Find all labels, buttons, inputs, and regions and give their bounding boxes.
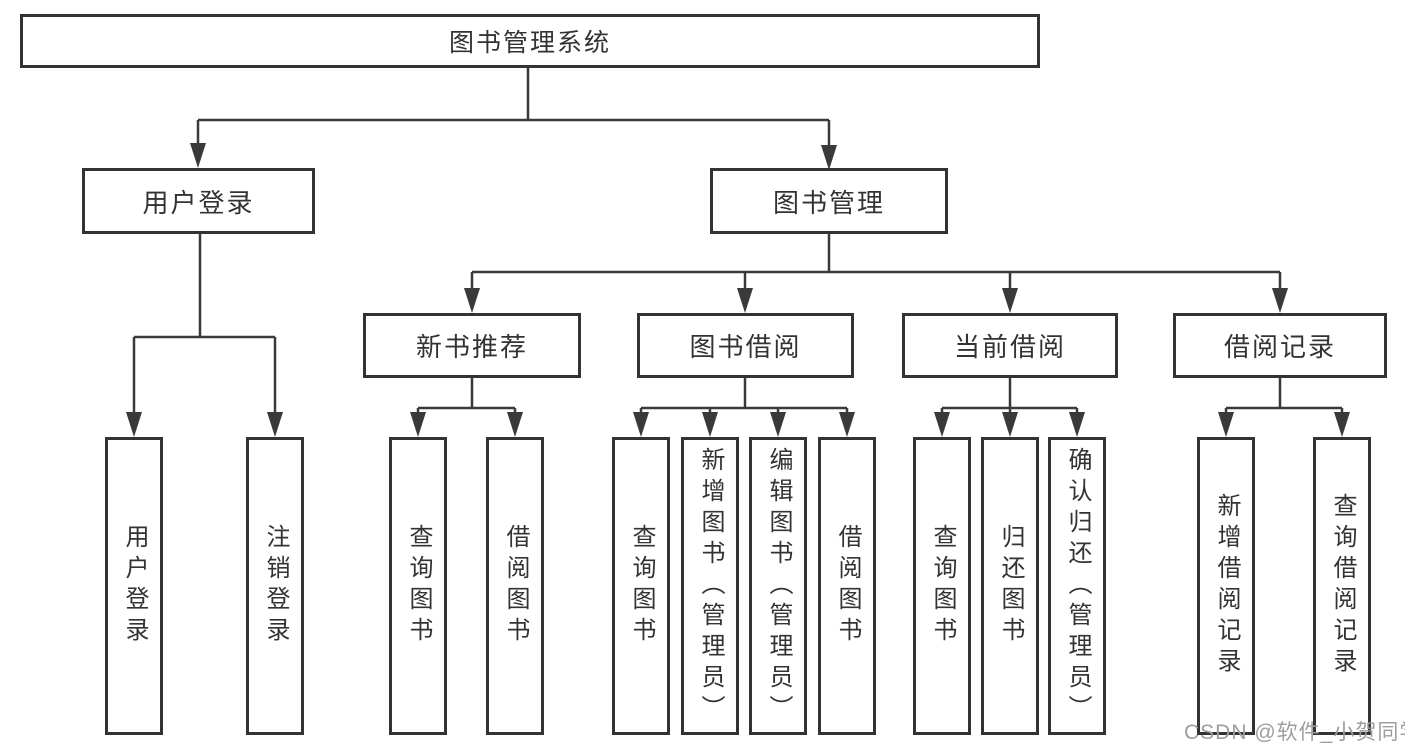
leaf-logout-label: 注销登录 (262, 524, 289, 648)
node-book-management-label: 图书管理 (772, 187, 885, 218)
node-new-book-recommend: 新书推荐 (363, 313, 581, 378)
leaf-current-query-books-label: 查询图书 (929, 524, 956, 648)
leaf-current-return-books-label: 归还图书 (997, 524, 1024, 648)
leaf-records-query-record: 查询借阅记录 (1313, 437, 1371, 735)
arrowheads (126, 143, 1350, 437)
leaf-borrow-query-books-label: 查询图书 (628, 524, 655, 648)
leaf-borrow-query-books: 查询图书 (612, 437, 670, 735)
leaf-newbook-query-books: 查询图书 (389, 437, 447, 735)
node-new-book-recommend-label: 新书推荐 (415, 332, 528, 362)
leaf-borrow-edit-books-admin-label: 编辑图书（管理员） (765, 446, 792, 726)
node-user-login: 用户登录 (82, 168, 315, 234)
leaf-records-add-record: 新增借阅记录 (1197, 437, 1255, 735)
leaf-user-login-label: 用户登录 (121, 524, 148, 648)
node-user-login-label: 用户登录 (142, 187, 255, 218)
leaf-current-query-books: 查询图书 (913, 437, 971, 735)
leaf-borrow-add-books-admin-label: 新增图书（管理员） (697, 446, 724, 726)
leaf-newbook-borrow-books-label: 借阅图书 (502, 524, 529, 648)
leaf-records-query-record-label: 查询借阅记录 (1329, 493, 1356, 679)
leaf-borrow-borrow-books: 借阅图书 (818, 437, 876, 735)
leaf-user-login: 用户登录 (105, 437, 163, 735)
leaf-borrow-borrow-books-label: 借阅图书 (834, 524, 861, 648)
leaf-logout: 注销登录 (246, 437, 304, 735)
node-current-borrow: 当前借阅 (902, 313, 1118, 378)
csdn-watermark: CSDN @软件_小贺同学 (1184, 721, 1405, 744)
node-current-borrow-label: 当前借阅 (953, 332, 1066, 362)
node-book-management: 图书管理 (710, 168, 948, 234)
leaf-borrow-edit-books-admin: 编辑图书（管理员） (749, 437, 807, 735)
node-borrow-records-label: 借阅记录 (1223, 332, 1336, 362)
leaf-newbook-query-books-label: 查询图书 (405, 524, 432, 648)
leaf-current-return-books: 归还图书 (981, 437, 1039, 735)
node-book-borrow-label: 图书借阅 (689, 332, 802, 362)
leaf-current-confirm-return-admin-label: 确认归还（管理员） (1064, 446, 1091, 726)
node-book-borrow: 图书借阅 (637, 313, 854, 378)
leaf-borrow-add-books-admin: 新增图书（管理员） (681, 437, 739, 735)
leaf-records-add-record-label: 新增借阅记录 (1213, 493, 1240, 679)
node-root-system: 图书管理系统 (20, 14, 1040, 68)
node-borrow-records: 借阅记录 (1173, 313, 1387, 378)
leaf-current-confirm-return-admin: 确认归还（管理员） (1048, 437, 1106, 735)
node-root-label: 图书管理系统 (448, 29, 611, 57)
leaf-newbook-borrow-books: 借阅图书 (486, 437, 544, 735)
